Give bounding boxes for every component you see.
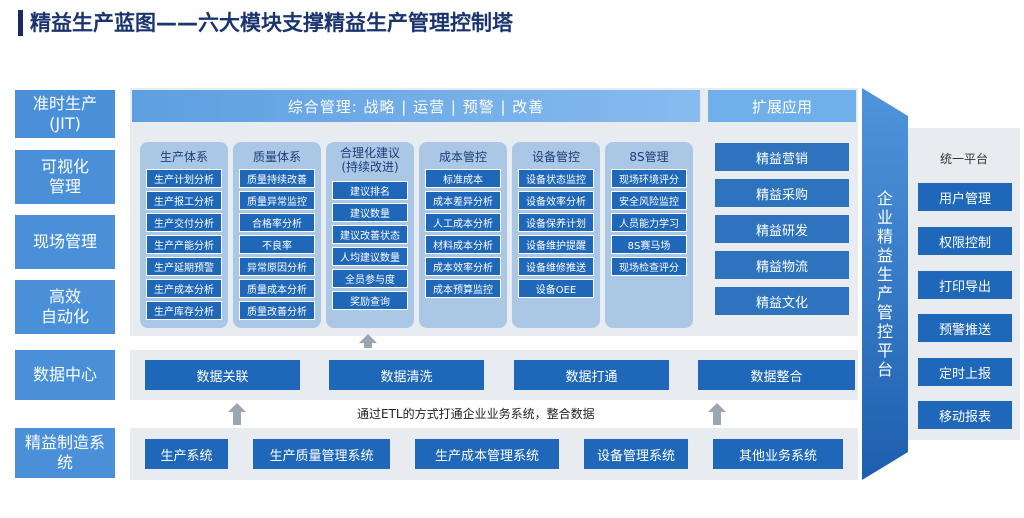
label-manufacturing-system: 精益制造系 统 bbox=[15, 428, 115, 478]
module-item: 现场检查评分 bbox=[611, 257, 687, 276]
module-item: 成本预算监控 bbox=[425, 279, 501, 298]
module-item: 设备状态监控 bbox=[518, 169, 594, 188]
up-arrow-icon bbox=[708, 403, 726, 425]
page-title: 精益生产蓝图——六大模块支撑精益生产管理控制塔 bbox=[30, 11, 513, 35]
extension-item: 精益物流 bbox=[715, 251, 849, 279]
module-item: 奖励查询 bbox=[332, 291, 408, 310]
etl-caption: 通过ETL的方式打通企业业务系统，整合数据 bbox=[357, 407, 595, 421]
module-item: 安全风险监控 bbox=[611, 191, 687, 210]
data-center-item: 数据整合 bbox=[698, 360, 855, 390]
module-item: 材料成本分析 bbox=[425, 235, 501, 254]
tower-char: 控 bbox=[876, 322, 893, 341]
extension-item: 精益营销 bbox=[715, 143, 849, 171]
extension-item: 精益采购 bbox=[715, 179, 849, 207]
module-title: 成本管控 bbox=[438, 150, 487, 164]
tower-char: 益 bbox=[876, 246, 893, 265]
data-center-item: 数据关联 bbox=[145, 360, 300, 390]
module-item: 生产库存分析 bbox=[146, 301, 222, 320]
module-item: 不良率 bbox=[239, 235, 315, 254]
module-item: 人员能力学习 bbox=[611, 213, 687, 232]
tower-char: 产 bbox=[876, 284, 893, 303]
module-title: 质量体系 bbox=[252, 150, 301, 164]
module-item: 设备效率分析 bbox=[518, 191, 594, 210]
extension-header: 扩展应用 bbox=[708, 90, 856, 122]
module-item: 生产报工分析 bbox=[146, 191, 222, 210]
control-tower-banner bbox=[862, 88, 908, 480]
unified-item: 权限控制 bbox=[918, 227, 1012, 255]
title-accent-bar bbox=[18, 10, 23, 36]
label-visual-management: 可视化 管理 bbox=[15, 150, 115, 204]
system-item: 设备管理系统 bbox=[584, 439, 688, 469]
unified-item: 定时上报 bbox=[918, 358, 1012, 386]
tower-char: 平 bbox=[876, 341, 893, 360]
up-arrow-icon bbox=[359, 334, 377, 348]
tower-char: 生 bbox=[876, 265, 893, 284]
up-arrow-icon bbox=[228, 403, 246, 425]
data-center-item: 数据清洗 bbox=[329, 360, 484, 390]
module-item: 生产成本分析 bbox=[146, 279, 222, 298]
module-item: 质量成本分析 bbox=[239, 279, 315, 298]
module-title: 生产体系 bbox=[159, 150, 208, 164]
module-item: 质量异常监控 bbox=[239, 191, 315, 210]
module-item: 设备保养计划 bbox=[518, 213, 594, 232]
unified-item: 用户管理 bbox=[918, 183, 1012, 211]
extension-item: 精益研发 bbox=[715, 215, 849, 243]
module-item: 成本差异分析 bbox=[425, 191, 501, 210]
module-item: 质量改善分析 bbox=[239, 301, 315, 320]
label-automation: 高效 自动化 bbox=[15, 280, 115, 334]
module-item: 设备维修推送 bbox=[518, 257, 594, 276]
unified-platform-header: 统一平台 bbox=[939, 152, 988, 166]
control-header: 综合管理: 战略 | 运营 | 预警 | 改善 bbox=[132, 90, 700, 122]
label-data-center: 数据中心 bbox=[15, 350, 115, 400]
module-item: 生产延期预警 bbox=[146, 257, 222, 276]
module-item: 成本效率分析 bbox=[425, 257, 501, 276]
extension-item: 精益文化 bbox=[715, 287, 849, 315]
unified-item: 预警推送 bbox=[918, 314, 1012, 342]
system-item: 生产成本管理系统 bbox=[415, 439, 559, 469]
module-item: 质量持续改善 bbox=[239, 169, 315, 188]
module-item: 异常原因分析 bbox=[239, 257, 315, 276]
system-item: 其他业务系统 bbox=[713, 439, 843, 469]
module-item: 建议排名 bbox=[332, 181, 408, 200]
tower-char: 管 bbox=[876, 303, 893, 322]
module-title: 设备管控 bbox=[531, 150, 580, 164]
module-item: 生产产能分析 bbox=[146, 235, 222, 254]
module-item: 人工成本分析 bbox=[425, 213, 501, 232]
module-item: 合格率分析 bbox=[239, 213, 315, 232]
label-jit: 准时生产 (JIT) bbox=[15, 90, 115, 138]
tower-char: 企 bbox=[876, 189, 893, 208]
data-center-item: 数据打通 bbox=[514, 360, 669, 390]
label-site-management: 现场管理 bbox=[15, 215, 115, 269]
tower-char: 业 bbox=[876, 208, 893, 227]
module-title: 合理化建议 (持续改进) bbox=[339, 146, 400, 174]
system-item: 生产系统 bbox=[145, 439, 228, 469]
module-item: 生产交付分析 bbox=[146, 213, 222, 232]
tower-char: 台 bbox=[876, 360, 893, 379]
module-item: 人均建议数量 bbox=[332, 247, 408, 266]
module-item: 生产计划分析 bbox=[146, 169, 222, 188]
module-item: 设备OEE bbox=[518, 279, 594, 298]
control-tower-label: 企 业 精 益 生 产 管 控 平 台 bbox=[862, 150, 908, 418]
module-title: 8S管理 bbox=[629, 150, 669, 164]
module-item: 现场环境评分 bbox=[611, 169, 687, 188]
module-item: 标准成本 bbox=[425, 169, 501, 188]
module-item: 全员参与度 bbox=[332, 269, 408, 288]
module-item: 8S赛马场 bbox=[611, 235, 687, 254]
module-item: 设备维护提醒 bbox=[518, 235, 594, 254]
module-item: 建议改善状态 bbox=[332, 225, 408, 244]
unified-item: 打印导出 bbox=[918, 271, 1012, 299]
system-item: 生产质量管理系统 bbox=[253, 439, 390, 469]
tower-char: 精 bbox=[876, 227, 893, 246]
unified-item: 移动报表 bbox=[918, 401, 1012, 429]
module-item: 建议数量 bbox=[332, 203, 408, 222]
